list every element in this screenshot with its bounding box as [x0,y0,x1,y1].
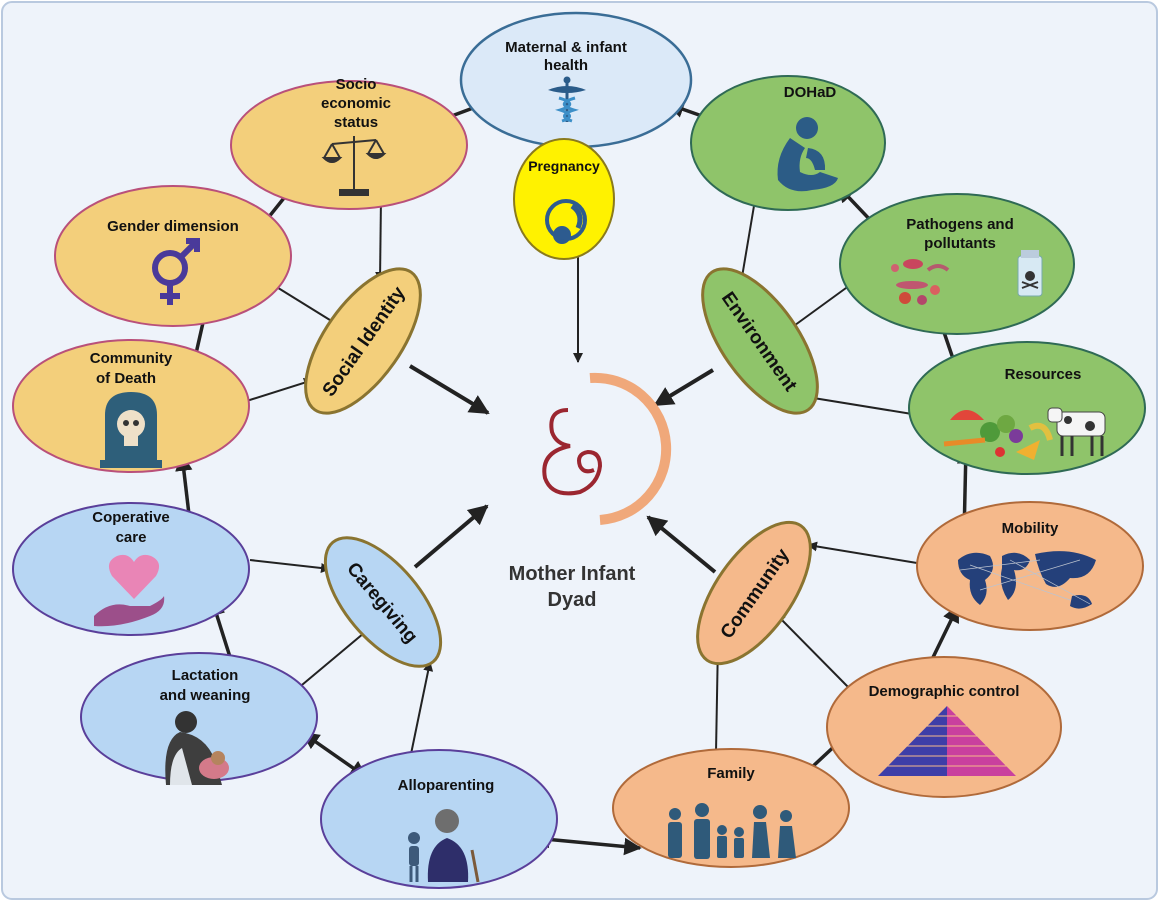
sad-person-icon [777,117,838,192]
node-maternal-health: Maternal & infant health [459,11,693,149]
grandmother-child-icon [408,809,480,883]
family-label: Family [707,765,755,782]
arrow-social-to-dyad [408,364,490,415]
dyad-label-2: Dyad [548,589,597,611]
socio-label-2: economic [321,95,391,112]
family-icon [668,803,796,859]
maternal-health-label-1: Maternal & infant [505,39,627,56]
death-label-2: of Death [96,370,156,387]
coperative-label-2: care [116,529,147,546]
poison-bottle-icon [1017,250,1043,297]
world-map-icon [958,551,1096,609]
pathogens-label-1: Pathogens and [906,216,1014,233]
node-community-death: Community of Death [12,339,250,473]
heart-hand-icon [94,554,165,627]
food-icon [943,410,1053,460]
node-resources: Resources [908,341,1146,475]
gender-label: Gender dimension [107,218,239,235]
socio-label-3: status [334,114,378,131]
arrow-socio-to-social [375,196,386,282]
node-family: Family [612,748,850,868]
dyad-label-1: Mother Infant [509,563,636,585]
mobility-label: Mobility [1002,520,1059,537]
arrow-mobility-to-community [807,541,918,564]
arrow-caregiving-to-dyad [413,504,489,569]
population-pyramid-icon [878,706,1016,776]
arrow-coperative-to-caregiving [249,559,331,573]
node-dohad: DOHaD [690,75,886,211]
arrow-community-to-dyad [646,515,717,574]
maternal-health-label-2: health [544,57,588,74]
arrow-alloparenting-to-caregiving [410,661,434,755]
node-socio-economic: Socio economic status [230,76,468,210]
alloparenting-label: Alloparenting [398,777,495,794]
arrow-environment-to-dyad [653,368,715,407]
socio-label-1: Socio [336,76,377,93]
dyad-logo-icon [480,365,672,539]
node-coperative-care: Coperative care [12,502,250,636]
lactation-label-1: Lactation [172,667,239,684]
node-pregnancy: Pregnancy [513,138,615,260]
node-mobility: Mobility [916,501,1144,631]
coperative-label-1: Coperative [92,509,170,526]
arrow-dohad-to-environment [737,193,757,284]
dohad-label: DOHaD [784,84,837,101]
node-lactation: Lactation and weaning [80,652,318,785]
arrow-gender-to-social [274,285,339,326]
pathogens-label-2: pollutants [924,235,996,252]
fetus-icon [545,199,587,244]
death-label-1: Community [90,350,173,367]
skull-tombstone-icon [100,392,162,468]
arrow-demographic-to-community [775,613,852,691]
demographic-label: Demographic control [869,683,1020,700]
lactation-label-2: and weaning [160,687,251,704]
microbes-icon [891,259,950,305]
caduceus-icon [548,76,586,123]
scales-icon [321,136,387,196]
breastfeeding-icon [165,711,229,785]
cow-icon [1047,407,1106,456]
resources-label: Resources [1005,366,1082,383]
pregnancy-label: Pregnancy [528,158,600,174]
node-demographic: Demographic control [826,656,1062,798]
gender-symbol-icon [152,238,200,305]
node-alloparenting: Alloparenting [320,749,558,889]
node-pathogens: Pathogens and pollutants [839,193,1075,335]
node-gender: Gender dimension [54,185,292,327]
